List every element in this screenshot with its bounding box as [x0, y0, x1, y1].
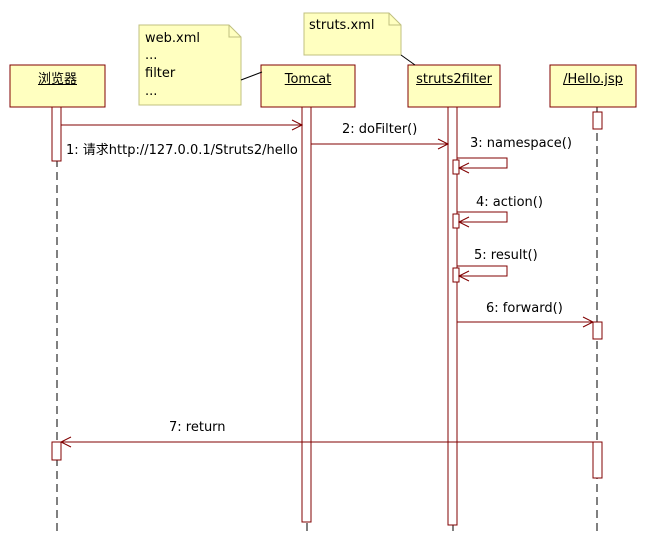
note-webxml-line-4: ...: [145, 84, 158, 99]
object-box-filter[interactable]: [407, 64, 501, 108]
message-1-head: [291, 119, 304, 131]
message-4-arrow: [457, 211, 508, 223]
message-3-head: [457, 162, 470, 174]
message-5-label: 5: result(): [474, 248, 538, 263]
note-webxml-box[interactable]: [138, 24, 242, 106]
message-1-label: 1: 请求http://127.0.0.1/Struts2/hello: [66, 143, 298, 158]
note-webxml-line-3: filter: [145, 66, 176, 81]
object-label-tomcat: Tomcat: [284, 72, 332, 87]
activation-jsp-top: [592, 111, 603, 130]
note-strutsxml-line-1: struts.xml: [309, 18, 375, 33]
activation-filter-5: [452, 267, 460, 283]
object-box-browser[interactable]: [9, 64, 106, 108]
activation-filter-3: [452, 159, 460, 175]
activation-jsp-forward: [592, 321, 603, 340]
message-4-label: 4: action(): [476, 195, 543, 210]
activation-filter-4: [452, 213, 460, 229]
note-webxml-connector: [240, 71, 263, 81]
note-webxml-line-2: ...: [145, 48, 158, 63]
note-strutsxml-box[interactable]: [303, 12, 402, 56]
message-2-label: 2: doFilter(): [342, 122, 418, 137]
activation-jsp-return: [592, 441, 603, 479]
object-label-jsp: /Hello.jsp: [563, 72, 623, 87]
message-5-head: [457, 270, 470, 282]
message-3-label: 3: namespace(): [470, 136, 572, 151]
message-7-head: [59, 436, 72, 448]
object-label-browser: 浏览器: [37, 72, 77, 87]
message-2-head: [437, 138, 450, 150]
activation-browser-2: [51, 441, 62, 461]
object-box-tomcat[interactable]: [260, 64, 356, 108]
note-webxml-line-1: web.xml: [145, 31, 200, 46]
message-3-arrow: [457, 157, 508, 169]
activation-tomcat: [301, 106, 312, 523]
message-6-head: [582, 316, 595, 328]
message-6-label: 6: forward(): [486, 301, 563, 316]
activation-browser-1: [51, 106, 62, 162]
object-box-jsp[interactable]: [549, 64, 637, 108]
note-strutsxml-connector: [400, 54, 416, 66]
note-webxml-fold: [228, 25, 241, 38]
object-label-filter: struts2filter: [416, 72, 492, 87]
note-strutsxml-fold: [388, 13, 401, 26]
message-5-arrow: [457, 265, 508, 277]
message-7-label: 7: return: [169, 420, 226, 435]
message-4-head: [457, 216, 470, 228]
